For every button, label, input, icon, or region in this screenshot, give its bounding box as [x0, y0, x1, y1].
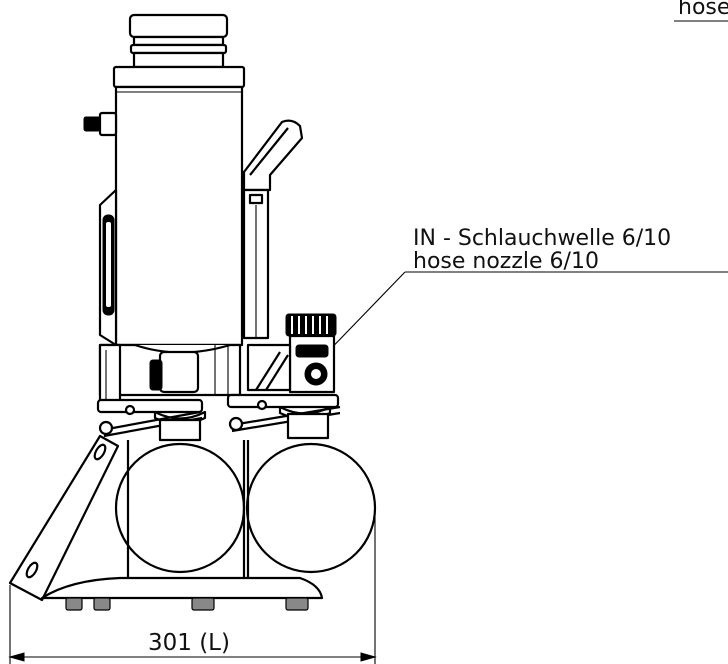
width-dimension: 301 (L)	[8, 505, 377, 664]
motor-housing	[112, 65, 246, 347]
flask-right	[245, 412, 377, 574]
flask-left	[114, 418, 246, 574]
top-cap	[128, 13, 229, 69]
dimension-arrow-right	[360, 652, 377, 662]
carry-handle	[8, 434, 120, 602]
dimension-arrow-left	[8, 652, 25, 662]
frame-rods	[126, 440, 250, 578]
inlet-label-line-2: hose nozzle 6/10	[413, 249, 599, 274]
base	[40, 576, 324, 611]
top-right-partial-text: hose	[678, 0, 728, 20]
inlet-label-line-1: IN - Schlauchwelle 6/10	[413, 226, 671, 251]
inlet-label: IN - Schlauchwelle 6/10 hose nozzle 6/10	[317, 226, 728, 363]
pump-head	[98, 343, 242, 407]
handle-arm	[242, 119, 304, 340]
controller-panel	[98, 188, 118, 347]
side-knob-left	[83, 111, 118, 137]
dimension-value: 301 (L)	[148, 630, 230, 656]
pump-outline	[8, 13, 377, 611]
inlet-valve	[246, 313, 337, 394]
top-right-label: hose	[674, 0, 728, 22]
